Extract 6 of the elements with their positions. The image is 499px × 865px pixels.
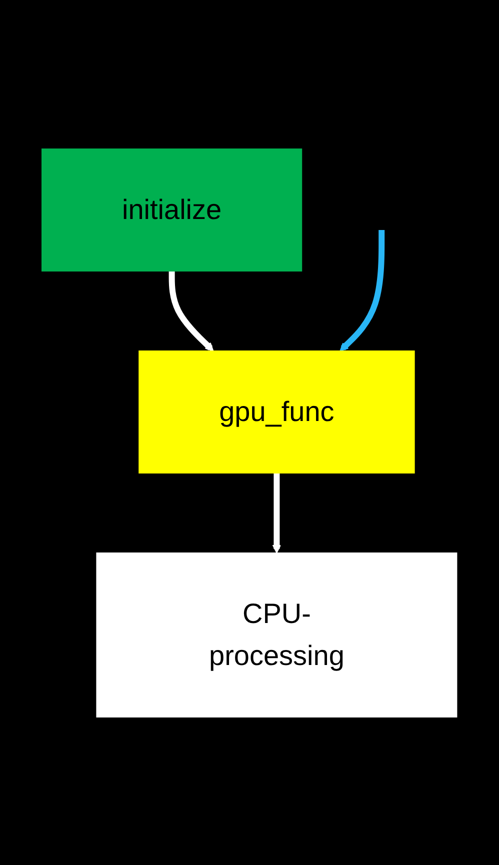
node-box: initialize: [42, 148, 302, 271]
node-box: gpu_func: [138, 350, 415, 473]
node-box: CPU-processing: [96, 552, 458, 717]
arrow: [272, 472, 282, 553]
arrow: [340, 230, 385, 351]
arrow: [168, 270, 214, 351]
